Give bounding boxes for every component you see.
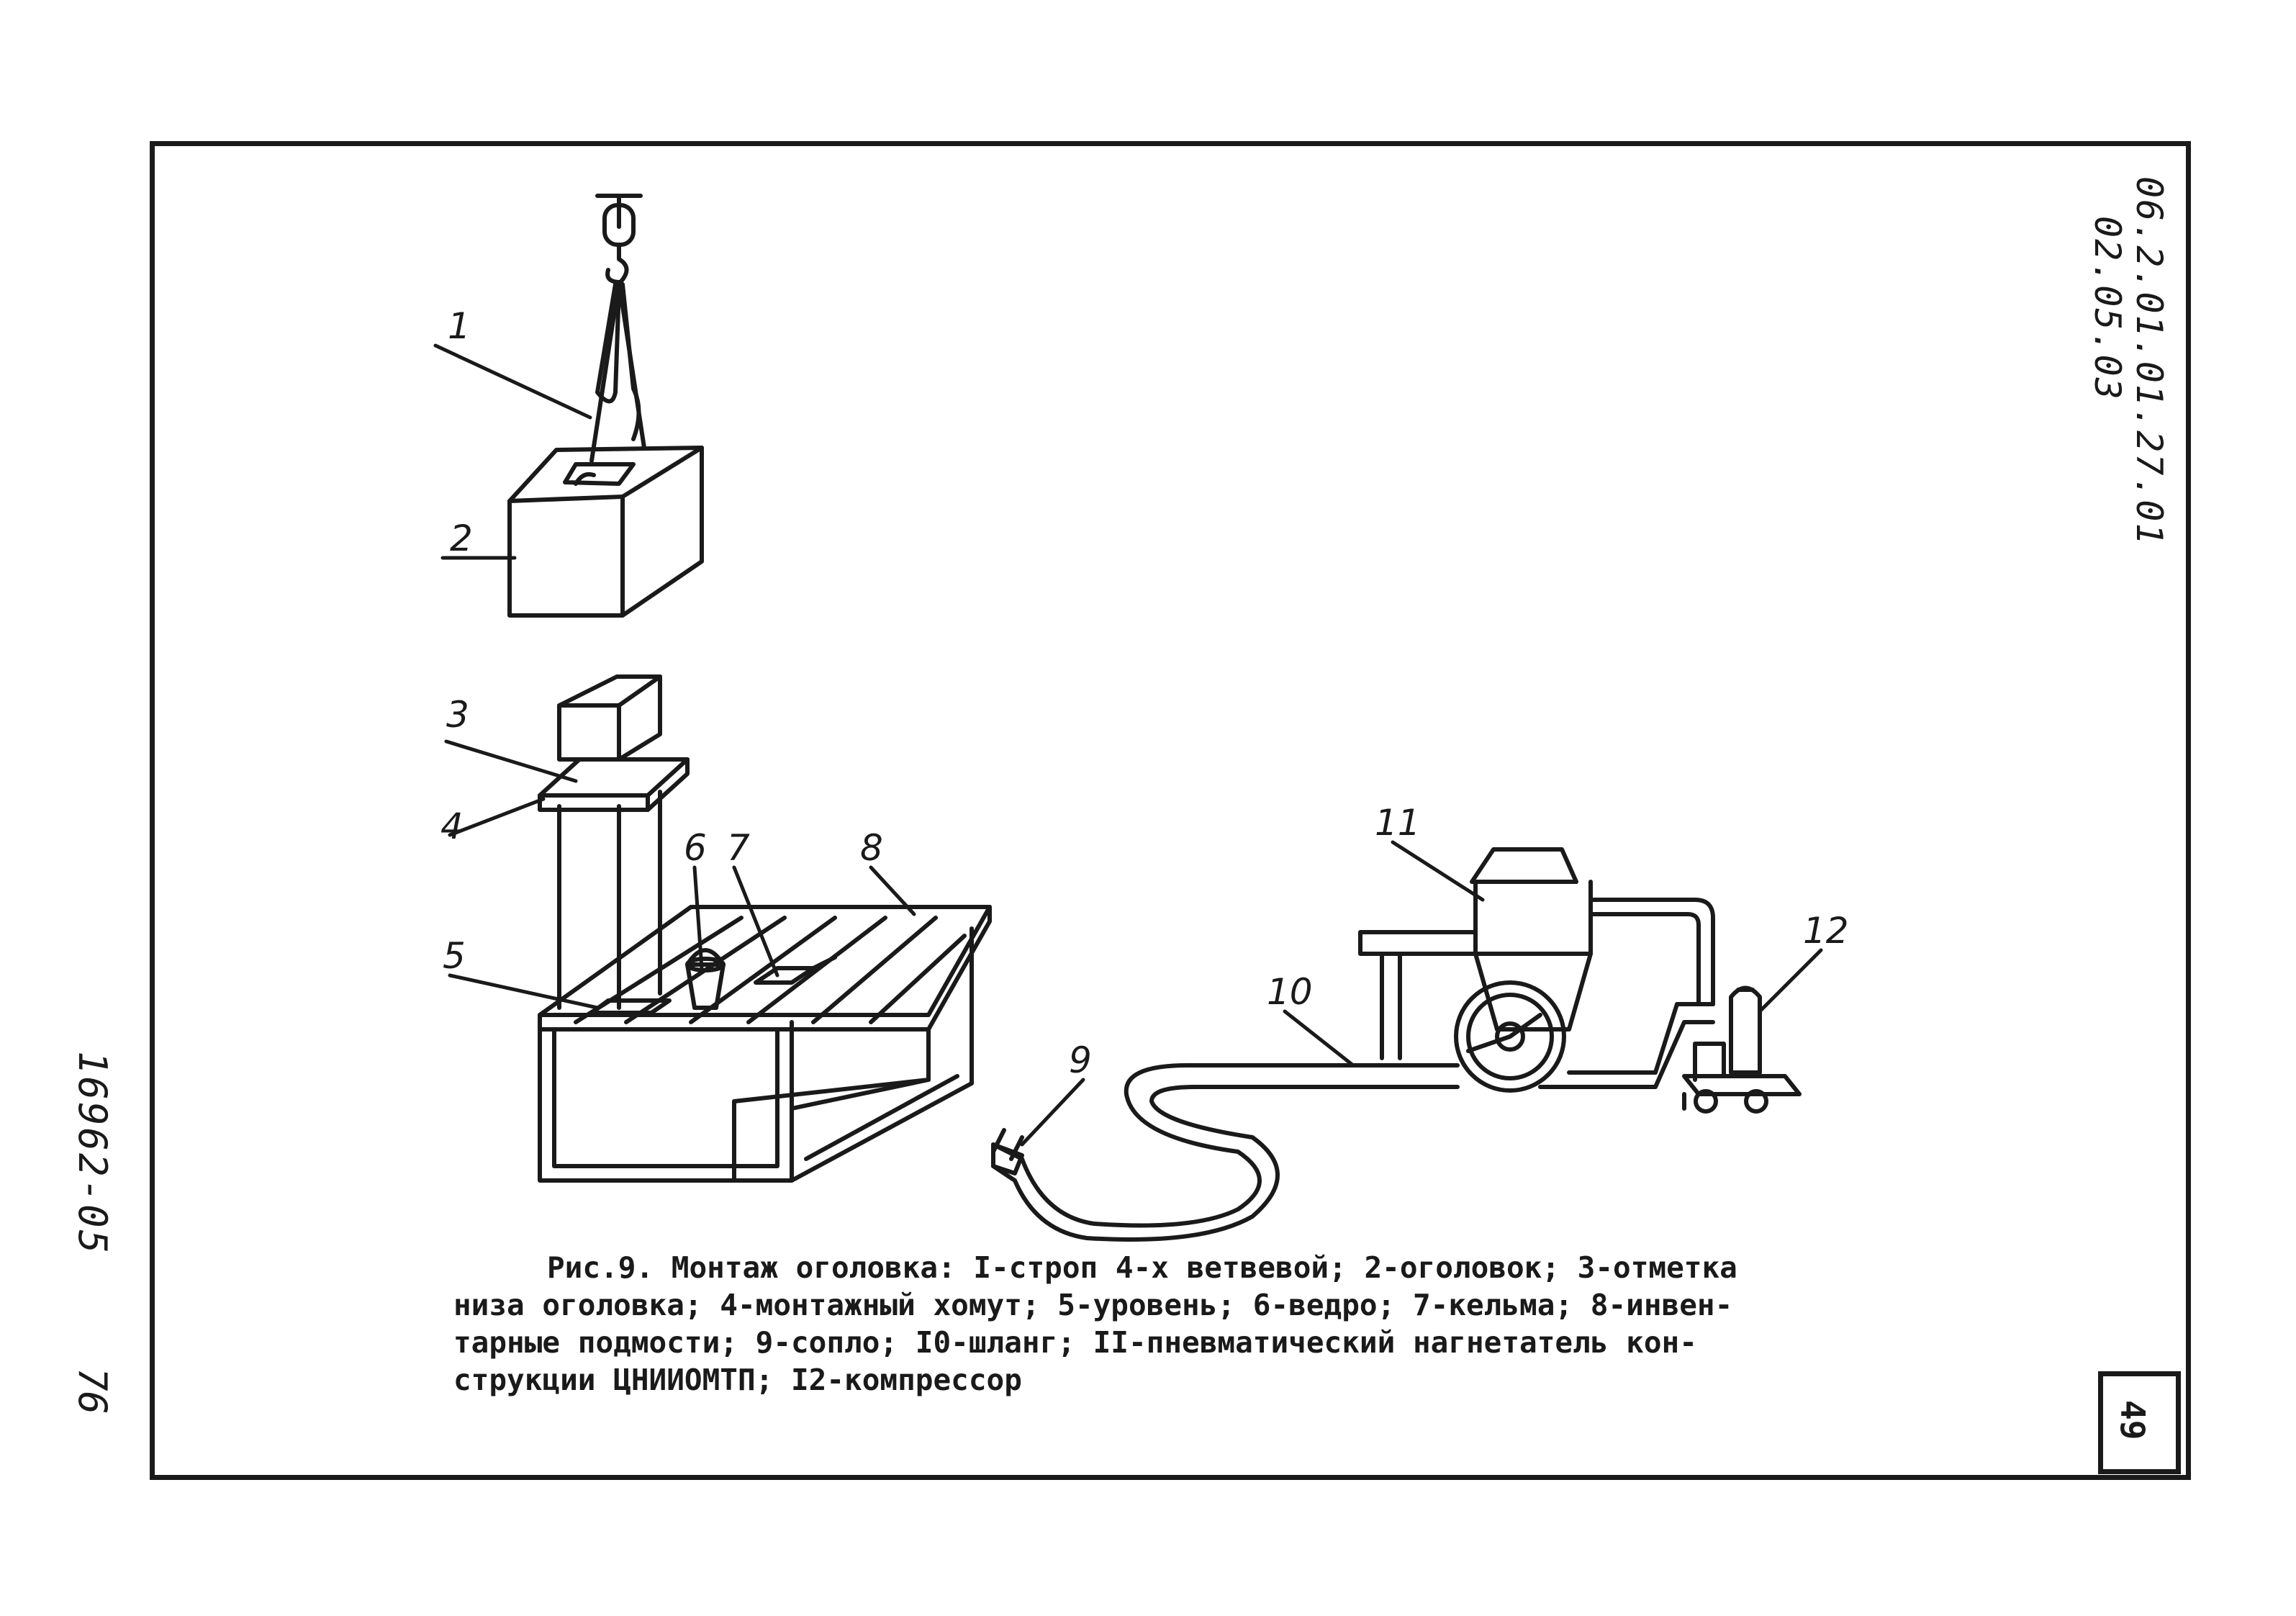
spirit-level (589, 998, 672, 1015)
caption-line: низа оголовка; 4-монтажный хомут; 5-уров… (453, 1288, 1733, 1322)
callout-1: 1 (448, 305, 471, 347)
page-number-box (2098, 1371, 2181, 1474)
column-head-block (507, 446, 704, 618)
trowel (754, 955, 837, 985)
callout-labels: 1 2 3 4 5 6 7 8 9 10 11 12 (440, 305, 1849, 1081)
mounting-clamp (538, 757, 690, 812)
callout-12: 12 (1803, 910, 1849, 952)
callout-2: 2 (450, 518, 473, 559)
callout-4: 4 (440, 805, 464, 847)
caption-line: тарные подмости; 9-сопло; I0-шланг; II-п… (453, 1325, 1697, 1360)
callout-9: 9 (1069, 1039, 1092, 1081)
callout-11: 11 (1375, 802, 1421, 844)
sling-four-branch (589, 280, 646, 463)
figure-caption: Рис.9. Монтаж оголовка: I-строп 4-х ветв… (453, 1249, 1893, 1399)
callout-5: 5 (443, 935, 466, 977)
compressor (1682, 985, 1802, 1114)
callout-3: 3 (446, 694, 469, 736)
callout-10: 10 (1267, 971, 1313, 1013)
caption-line: струкции ЦНИИОМТП; I2-компрессор (453, 1363, 1022, 1397)
callout-7: 7 (727, 827, 750, 869)
callout-leader-lines (433, 343, 1823, 1147)
scaffold-table (538, 905, 992, 1183)
crane-hook-icon (595, 194, 643, 284)
caption-line: Рис.9. Монтаж оголовка: I-строп 4-х ветв… (547, 1250, 1737, 1285)
column (557, 674, 662, 1010)
bucket (685, 948, 726, 1010)
pneumatic-injector (1358, 847, 1715, 1093)
nozzle (991, 1128, 1024, 1175)
sheet-frame (150, 141, 2191, 1480)
hose (991, 1002, 1715, 1242)
callout-8: 8 (860, 827, 883, 869)
callout-6: 6 (684, 827, 707, 869)
